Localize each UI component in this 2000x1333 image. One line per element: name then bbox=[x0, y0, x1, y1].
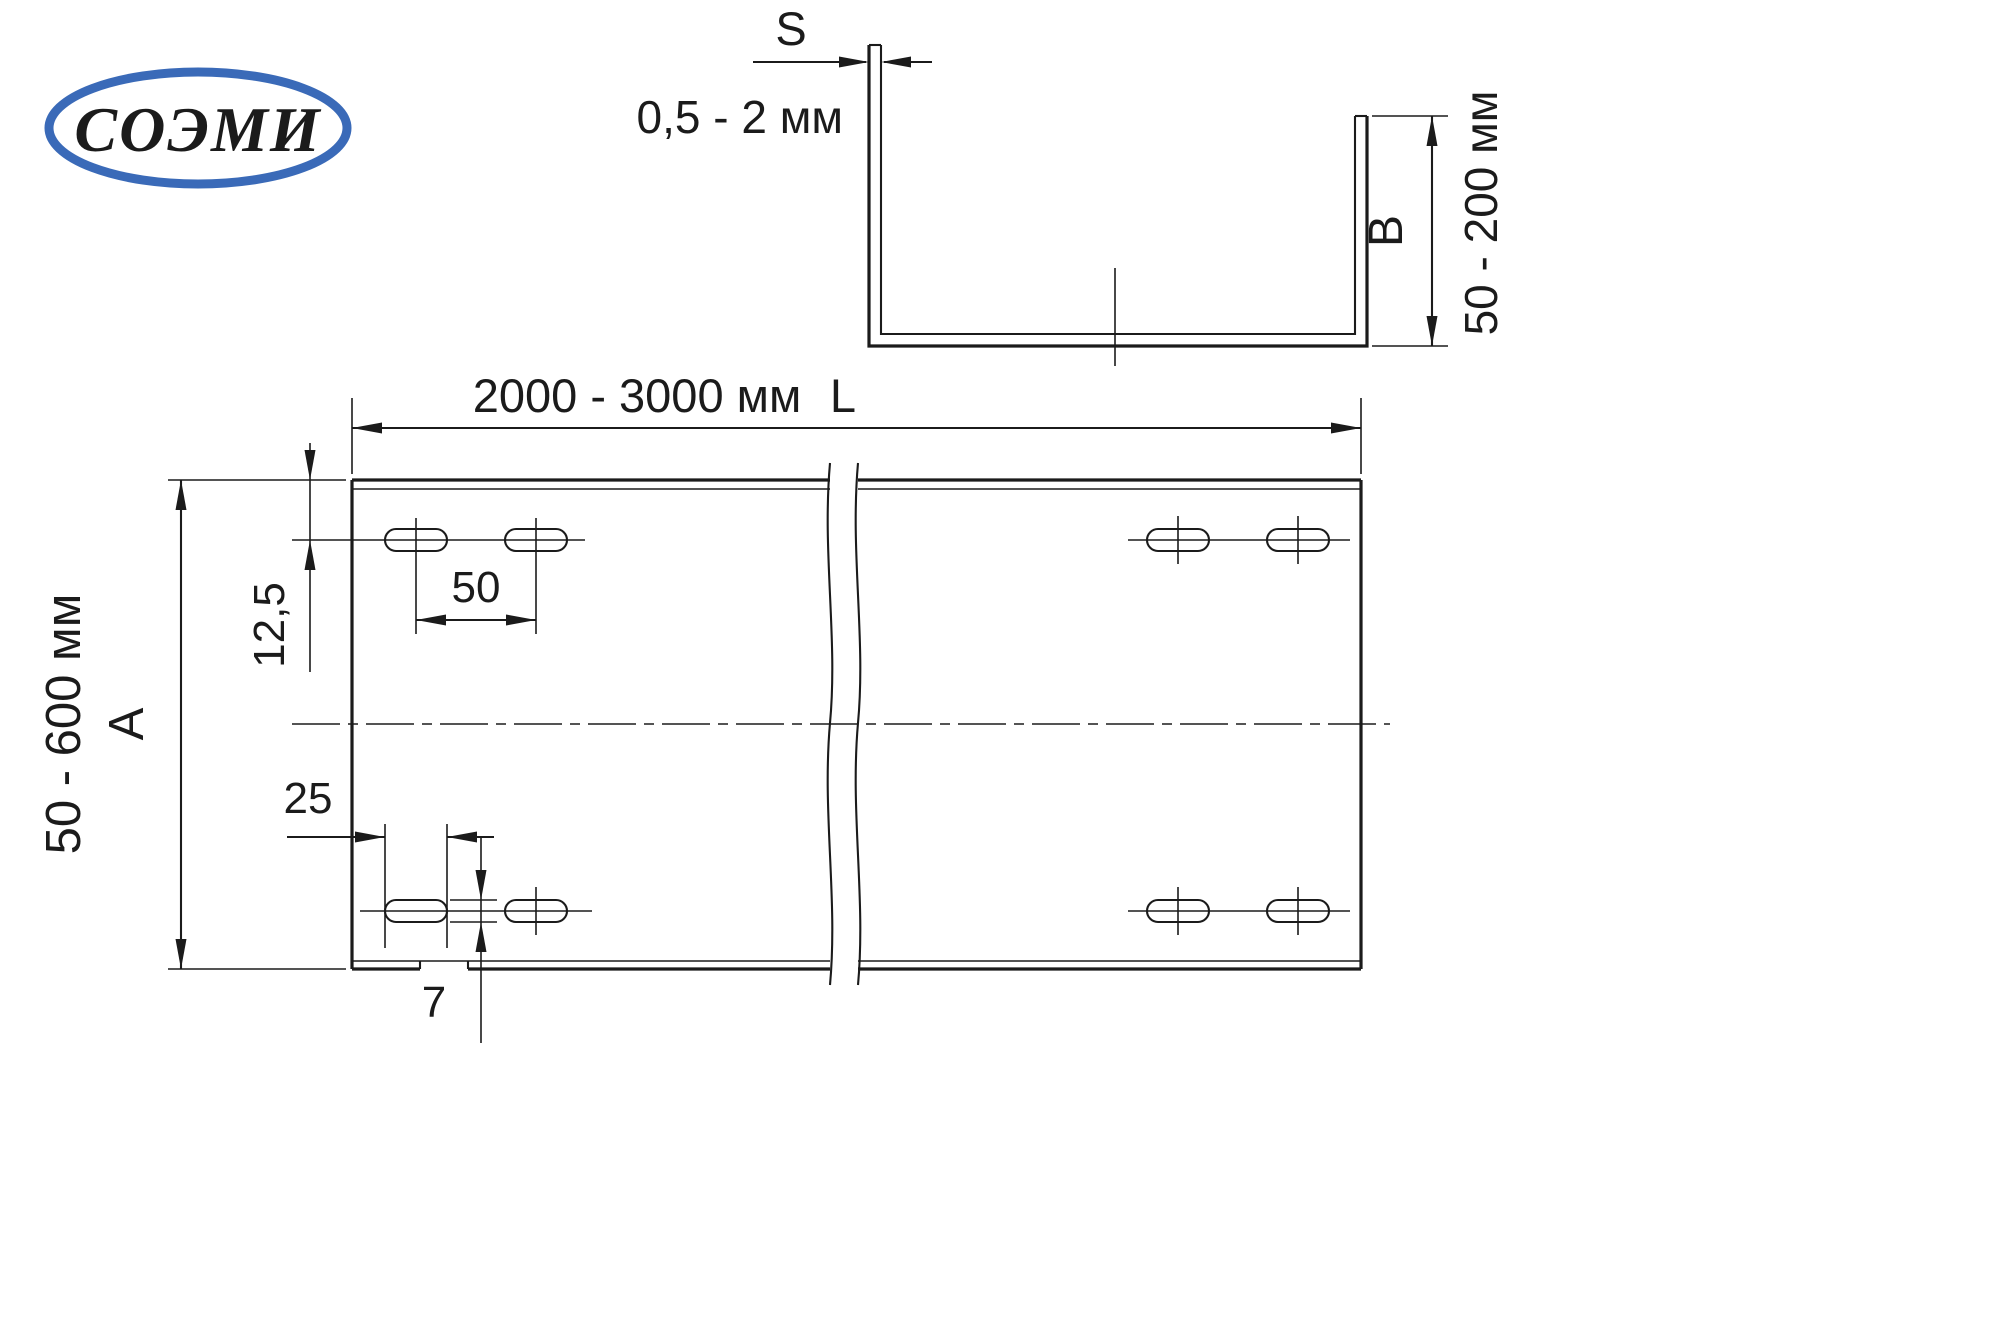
arrowhead bbox=[355, 831, 385, 843]
arrowhead bbox=[475, 922, 487, 952]
arrowhead bbox=[447, 831, 477, 843]
slot-hole bbox=[503, 898, 569, 924]
slot-hole bbox=[1265, 527, 1331, 553]
height-symbol-label: B bbox=[1360, 215, 1413, 247]
cross-section-view: S 0,5 - 2 мм B 50 - 200 мм bbox=[637, 2, 1507, 366]
arrowhead bbox=[475, 870, 487, 900]
width-range-label: 50 - 600 мм bbox=[37, 594, 91, 855]
tray-outline bbox=[292, 462, 1390, 986]
arrowhead bbox=[304, 540, 316, 570]
arrowhead bbox=[839, 56, 869, 68]
slot-hole bbox=[1145, 527, 1211, 553]
width-symbol-label: A bbox=[100, 707, 154, 740]
break-line bbox=[826, 462, 834, 986]
slot-group-top-left: 50 bbox=[292, 518, 585, 634]
slot-hole bbox=[1265, 898, 1331, 924]
height-range-label: 50 - 200 мм bbox=[1455, 91, 1507, 336]
slot-pitch-label: 50 bbox=[452, 563, 501, 612]
dimension-height: B 50 - 200 мм bbox=[1360, 91, 1507, 347]
dimension-row-offset: 12,5 bbox=[245, 443, 316, 672]
arrowhead bbox=[175, 480, 187, 510]
arrowhead bbox=[352, 422, 382, 434]
arrowhead bbox=[506, 614, 536, 626]
channel-outer-contour bbox=[867, 45, 1369, 348]
arrowhead bbox=[175, 939, 187, 969]
arrowhead bbox=[416, 614, 446, 626]
channel-inner-contour bbox=[879, 45, 1357, 336]
row-offset-label: 12,5 bbox=[245, 582, 294, 668]
length-symbol-label: L bbox=[830, 369, 856, 422]
slot-group-bottom-left bbox=[360, 887, 592, 935]
slot-hole bbox=[1145, 898, 1211, 924]
slot-group-bottom-right bbox=[1128, 887, 1350, 935]
arrowhead bbox=[1426, 116, 1438, 146]
arrowhead bbox=[304, 450, 316, 480]
thickness-range-label: 0,5 - 2 мм bbox=[637, 91, 843, 143]
dimension-length: 2000 - 3000 мм L bbox=[351, 369, 1362, 474]
dimension-slot-length: 25 bbox=[284, 774, 494, 948]
dimension-slot-width: 7 bbox=[422, 837, 497, 1043]
arrowhead bbox=[1331, 422, 1361, 434]
slot-length-label: 25 bbox=[284, 774, 333, 823]
dimension-width: 50 - 600 мм A bbox=[37, 479, 346, 970]
arrowhead bbox=[881, 56, 911, 68]
logo: СОЭМИ bbox=[44, 67, 352, 189]
break-line bbox=[854, 462, 862, 986]
logo-ellipse bbox=[44, 67, 352, 189]
plan-view: 2000 - 3000 мм L 50 - 600 мм A 50 bbox=[37, 369, 1390, 1043]
arrowhead bbox=[1426, 316, 1438, 346]
slot-group-top-right bbox=[1128, 516, 1350, 564]
slot-width-label: 7 bbox=[422, 978, 446, 1027]
length-range-label: 2000 - 3000 мм bbox=[473, 369, 802, 422]
dimension-thickness: S 0,5 - 2 мм bbox=[637, 2, 932, 143]
slot-hole bbox=[503, 527, 569, 553]
logo-text: СОЭМИ bbox=[74, 94, 321, 165]
slot-hole bbox=[383, 527, 449, 553]
thickness-symbol-label: S bbox=[775, 2, 806, 55]
